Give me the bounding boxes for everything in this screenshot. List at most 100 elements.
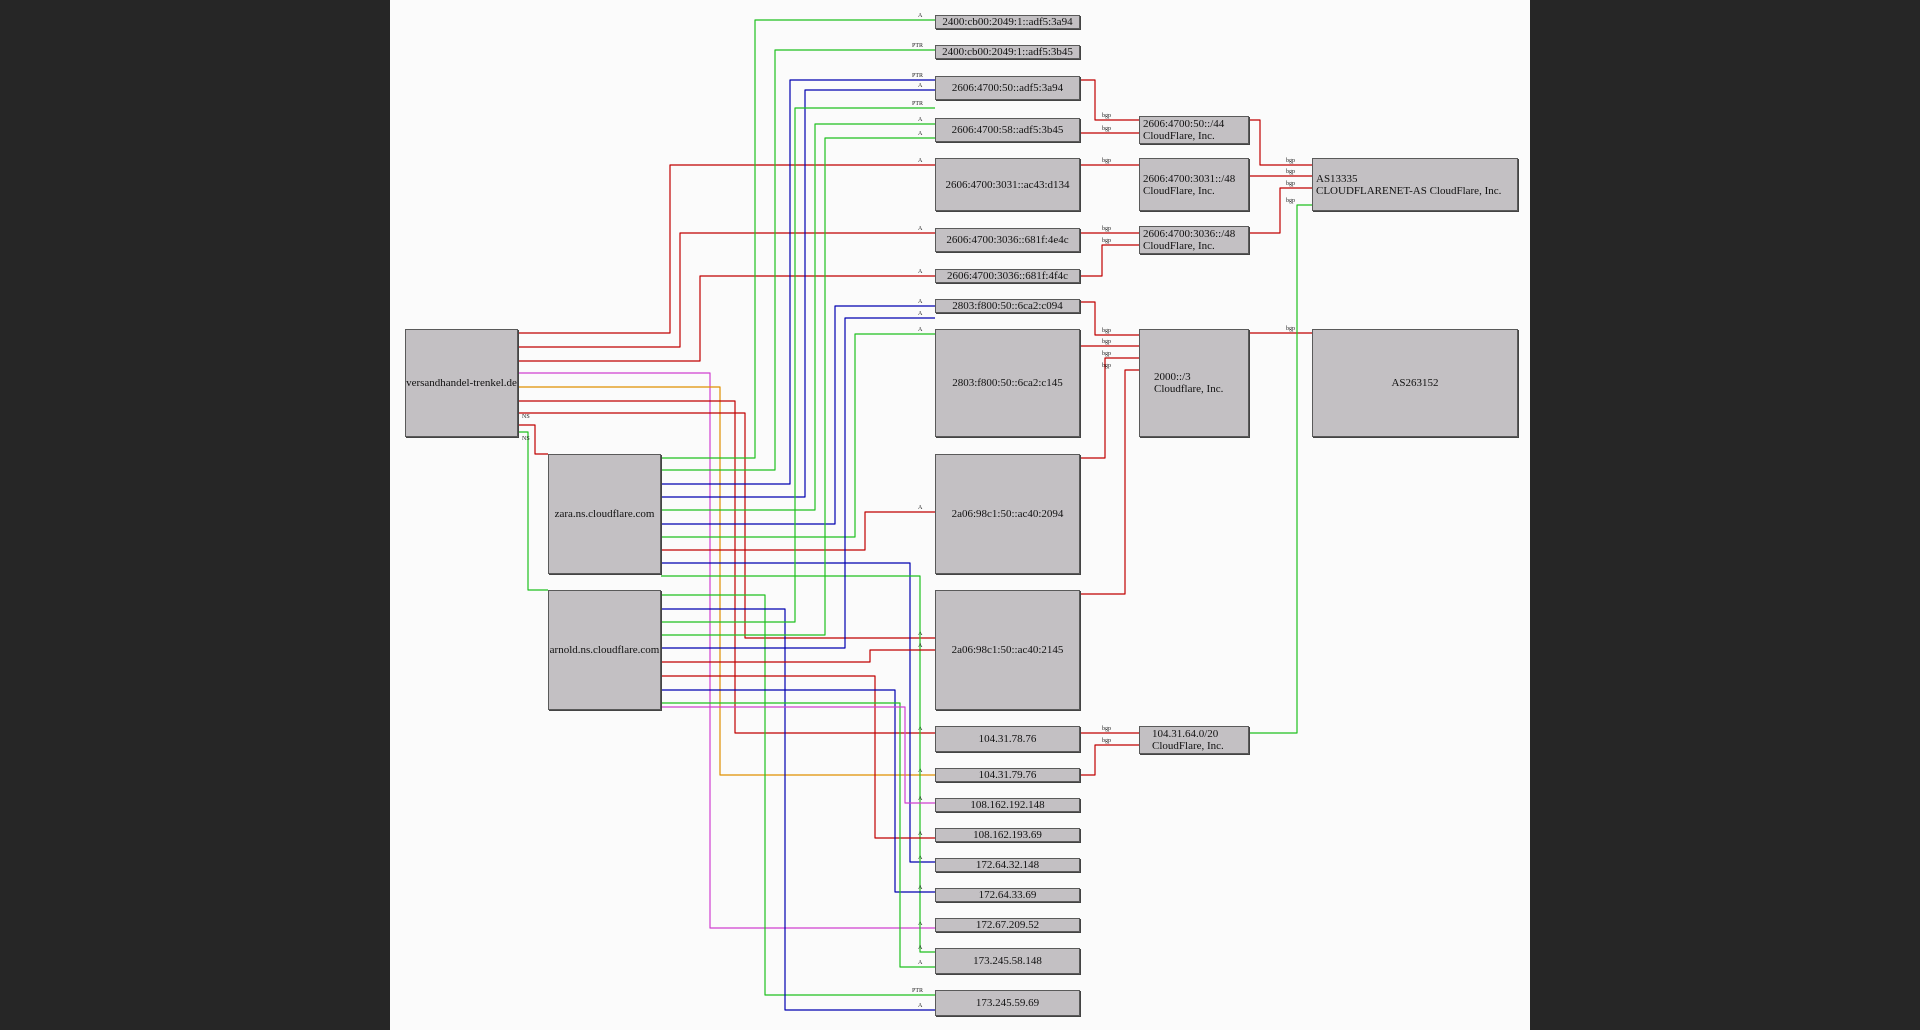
edge-line <box>1249 204 1312 734</box>
edge-label: bgp <box>1102 158 1111 164</box>
edge-label: A <box>918 158 923 164</box>
edge-label: bgp <box>1102 238 1111 244</box>
edge-line <box>661 689 935 893</box>
ns-node-arnold: arnold.ns.cloudflare.com <box>548 590 661 710</box>
edge-line <box>661 706 935 804</box>
edge-line <box>661 333 935 538</box>
edge-label: bgp <box>1286 198 1295 204</box>
address-node: 2803:f800:50::6ca2:c145 <box>935 329 1080 437</box>
edge-label: A <box>918 299 923 305</box>
ns-edge <box>518 431 548 591</box>
edge-line <box>661 608 935 1011</box>
address-node: 173.245.59.69 <box>935 990 1080 1016</box>
address-node: 2606:4700:58::adf5:3b45 <box>935 118 1080 142</box>
edge-line <box>518 386 935 776</box>
edge-line <box>661 702 935 968</box>
edge-label: A <box>918 117 923 123</box>
edge-line <box>518 275 935 362</box>
edge-line <box>661 137 935 636</box>
edge-label: bgp <box>1102 328 1111 334</box>
edge-label: A <box>918 643 923 649</box>
edge-label: bgp <box>1286 158 1295 164</box>
edge-label: PTR <box>912 43 923 49</box>
prefix-node: 2606:4700:3031::/48 CloudFlare, Inc. <box>1139 158 1249 211</box>
prefix-node: 2000::/3 Cloudflare, Inc. <box>1139 329 1249 437</box>
edge-label: bgp <box>1102 226 1111 232</box>
edge-line <box>1249 119 1312 166</box>
edges-layer: AAAAAAANSNSAPTRPTRAAAAAAAPTRAPTRAAAAAAAb… <box>518 13 1312 1011</box>
as-node: AS263152 <box>1312 329 1518 437</box>
address-node: 2803:f800:50::6ca2:c094 <box>935 299 1080 313</box>
edge-line <box>661 107 935 623</box>
address-node: 108.162.192.148 <box>935 798 1080 812</box>
edge-line <box>661 562 935 863</box>
edge-line <box>1080 369 1139 595</box>
address-node: 172.64.32.148 <box>935 858 1080 872</box>
edge-line <box>1080 357 1139 459</box>
edge-line <box>661 19 935 459</box>
edge-line <box>518 412 935 639</box>
edge-line <box>1249 187 1312 234</box>
edge-line <box>1080 301 1139 336</box>
prefix-node: 2606:4700:3036::/48 CloudFlare, Inc. <box>1139 226 1249 254</box>
edge-line <box>661 675 935 839</box>
address-node: 104.31.79.76 <box>935 768 1080 782</box>
address-node: 2a06:98c1:50::ac40:2094 <box>935 454 1080 574</box>
edge-label: A <box>918 831 923 837</box>
as-node: AS13335 CLOUDFLARENET-AS CloudFlare, Inc… <box>1312 158 1518 211</box>
edge-label: A <box>918 311 923 317</box>
address-node: 108.162.193.69 <box>935 828 1080 842</box>
edge-label: PTR <box>912 988 923 994</box>
edge-label: bgp <box>1286 169 1295 175</box>
address-node: 2606:4700:50::adf5:3a94 <box>935 76 1080 100</box>
edge-line <box>661 649 935 663</box>
edge-label: A <box>918 885 923 891</box>
address-node: 2a06:98c1:50::ac40:2145 <box>935 590 1080 710</box>
edge-label: bgp <box>1286 181 1295 187</box>
edge-label: bgp <box>1102 113 1111 119</box>
edge-label: A <box>918 327 923 333</box>
edge-line <box>518 372 935 929</box>
edge-line <box>661 49 935 471</box>
address-node: 2606:4700:3036::681f:4e4c <box>935 228 1080 252</box>
edge-line <box>518 400 935 734</box>
prefix-node: 104.31.64.0/20 CloudFlare, Inc. <box>1139 726 1249 754</box>
edge-line <box>1080 79 1139 121</box>
edge-line <box>518 164 935 334</box>
edge-label: bgp <box>1102 126 1111 132</box>
edge-label: NS <box>522 414 530 420</box>
edge-line <box>661 89 935 498</box>
address-node: 2400:cb00:2049:1::adf5:3a94 <box>935 15 1080 29</box>
ns-node-zara: zara.ns.cloudflare.com <box>548 454 661 574</box>
address-node: 172.67.209.52 <box>935 918 1080 932</box>
edge-line <box>661 511 935 551</box>
address-node: 104.31.78.76 <box>935 726 1080 752</box>
address-node: 172.64.33.69 <box>935 888 1080 902</box>
edge-label: bgp <box>1102 738 1111 744</box>
edge-line <box>518 232 935 348</box>
edge-label: A <box>918 226 923 232</box>
edge-label: PTR <box>912 73 923 79</box>
edge-label: bgp <box>1102 351 1111 357</box>
edge-label: A <box>918 505 923 511</box>
edge-line <box>661 79 935 485</box>
edge-line <box>661 317 935 649</box>
address-node: 2606:4700:3036::681f:4f4c <box>935 269 1080 283</box>
edge-label: A <box>918 13 923 19</box>
address-node: 2400:cb00:2049:1::adf5:3b45 <box>935 45 1080 59</box>
domain-node: versandhandel-trenkel.de <box>405 329 518 437</box>
edge-label: bgp <box>1286 326 1295 332</box>
edge-line <box>1080 744 1139 776</box>
prefix-node: 2606:4700:50::/44 CloudFlare, Inc. <box>1139 116 1249 144</box>
address-node: 173.245.58.148 <box>935 948 1080 974</box>
edge-label: A <box>918 83 923 89</box>
edge-label: NS <box>522 436 530 442</box>
edge-line <box>661 575 935 953</box>
edge-line <box>661 594 935 996</box>
edge-label: A <box>918 1003 923 1009</box>
edge-label: bgp <box>1102 363 1111 369</box>
edge-line <box>661 123 935 511</box>
address-node: 2606:4700:3031::ac43:d134 <box>935 158 1080 211</box>
edge-label: PTR <box>912 101 923 107</box>
